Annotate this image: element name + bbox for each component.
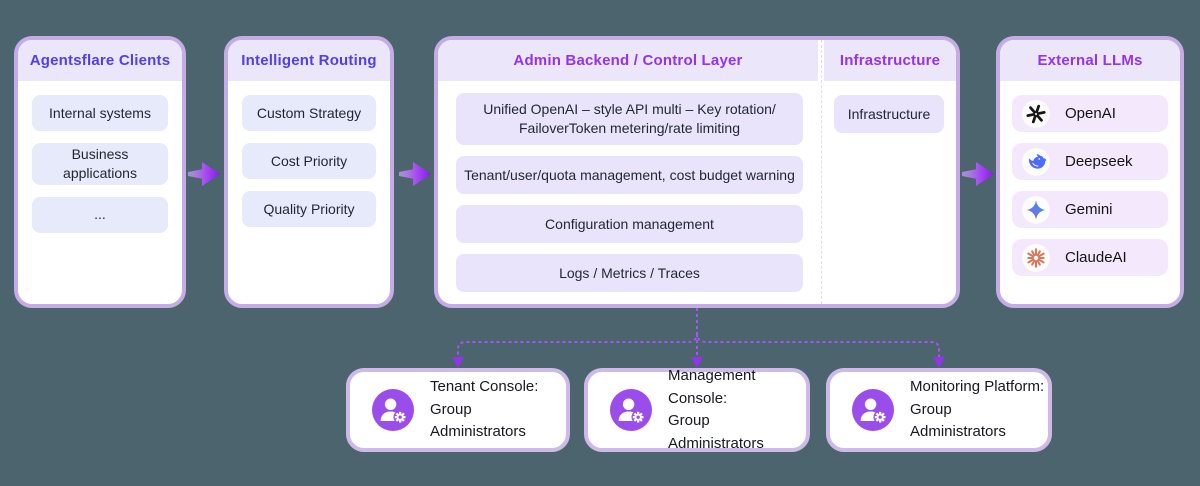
llm-label: ClaudeAI (1065, 249, 1127, 266)
llms-title: External LLMs (1000, 40, 1180, 81)
clients-list: Internal systems Business applications .… (18, 81, 182, 233)
admin-item: Configuration management (456, 205, 803, 243)
llm-item-deepseek: Deepseek (1012, 143, 1168, 180)
openai-icon (1022, 99, 1050, 128)
infrastructure-title: Infrastructure (824, 40, 956, 81)
client-item-ellipsis: ... (32, 196, 168, 233)
llm-item-claude: ClaudeAI (1012, 239, 1168, 276)
llm-label: Gemini (1065, 201, 1113, 218)
llm-label: OpenAI (1065, 105, 1116, 122)
admin-user-gear-icon (372, 389, 414, 431)
infrastructure-column: Infrastructure Infrastructure (821, 40, 956, 304)
routing-title: Intelligent Routing (228, 40, 390, 81)
clients-title: Agentsflare Clients (18, 40, 182, 81)
admin-user-gear-icon (852, 389, 894, 431)
card-intelligent-routing: Intelligent Routing Custom Strategy Cost… (224, 36, 394, 308)
flow-arrow-icon (399, 162, 431, 186)
gemini-icon (1022, 195, 1050, 224)
flow-arrow-icon (962, 162, 994, 186)
admin-item: Unified OpenAI – style API multi – Key r… (456, 93, 803, 145)
card-agentsflare-clients: Agentsflare Clients Internal systems Bus… (14, 36, 186, 308)
console-label: Tenant Console:Group Administrators (430, 378, 539, 441)
admin-column: Admin Backend / Control Layer Unified Op… (438, 40, 821, 304)
infrastructure-item: Infrastructure (834, 95, 944, 133)
routing-list: Custom Strategy Cost Priority Quality Pr… (228, 81, 390, 227)
llm-label: Deepseek (1065, 153, 1133, 170)
routing-item: Quality Priority (242, 191, 376, 227)
card-admin-backend: Admin Backend / Control Layer Unified Op… (434, 36, 960, 308)
console-monitoring: Monitoring Platform:Group Administrators (826, 368, 1052, 452)
admin-item-text: Unified OpenAI – style API multi – Key r… (483, 101, 776, 136)
client-item: Internal systems (32, 95, 168, 131)
routing-item: Cost Priority (242, 143, 376, 179)
card-external-llms: External LLMs OpenAI (996, 36, 1184, 308)
flow-arrow-icon (188, 162, 220, 186)
console-tenant: Tenant Console:Group Administrators (346, 368, 570, 452)
routing-item: Custom Strategy (242, 95, 376, 131)
llm-item-openai: OpenAI (1012, 95, 1168, 132)
console-management: Management Console:Group Administrators (584, 367, 810, 452)
admin-title: Admin Backend / Control Layer (438, 40, 818, 81)
client-item: Business applications (32, 143, 168, 185)
admin-user-gear-icon (610, 389, 652, 431)
admin-item: Tenant/user/quota management, cost budge… (456, 156, 803, 194)
llms-list: OpenAI Deepseek Gemini (1000, 81, 1180, 276)
llm-item-gemini: Gemini (1012, 191, 1168, 228)
claude-icon (1022, 243, 1050, 272)
deepseek-icon (1022, 147, 1050, 176)
dashed-connector-lines (452, 308, 945, 368)
infrastructure-list: Infrastructure (822, 81, 956, 133)
admin-item: Logs / Metrics / Traces (456, 254, 803, 292)
admin-list: Unified OpenAI – style API multi – Key r… (438, 81, 821, 292)
console-label: Monitoring Platform:Group Administrators (910, 378, 1045, 441)
console-label: Management Console:Group Administrators (668, 367, 764, 452)
